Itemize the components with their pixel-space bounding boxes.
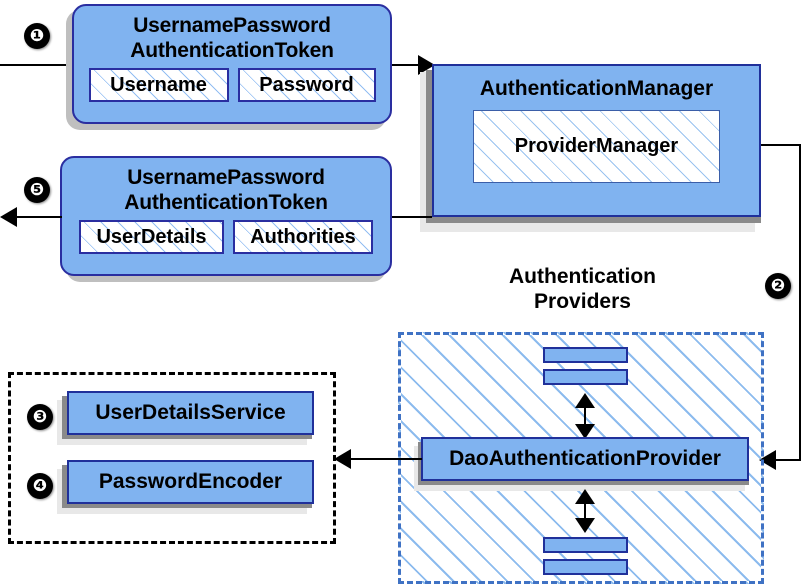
providers-heading-line1: Authentication	[509, 265, 656, 288]
connector-provider-to-collaborators-arrow	[334, 449, 351, 469]
connector-outgoing-response-line	[17, 216, 62, 218]
field-userdetails: UserDetails	[79, 220, 224, 254]
provider-link-top-line	[584, 400, 586, 430]
password-encoder-card: PasswordEncoder	[67, 460, 314, 504]
providers-heading: Authentication Providers	[470, 264, 695, 314]
connector-token-to-manager-line	[392, 64, 420, 66]
provider-bar-top-2	[543, 369, 628, 385]
field-password: Password	[237, 68, 376, 102]
response-token-title-line2: AuthenticationToken	[124, 191, 328, 214]
provider-link-top-arrow-down	[575, 424, 595, 439]
dao-authentication-provider-card: DaoAuthenticationProvider	[421, 437, 749, 481]
response-token-title-line1: UsernamePassword	[127, 166, 325, 189]
provider-bar-top-1	[543, 347, 628, 363]
providers-heading-line2: Providers	[534, 290, 631, 313]
connector-outgoing-response-arrow	[0, 207, 17, 227]
step-badge-1: ❶	[24, 23, 50, 49]
field-authorities: Authorities	[233, 220, 373, 254]
provider-link-bottom-line	[584, 496, 586, 524]
request-token-fields: Username Password	[74, 68, 390, 102]
provider-bar-bottom-2	[543, 559, 628, 575]
collaborators-container	[8, 372, 336, 544]
dao-authentication-provider-label: DaoAuthenticationProvider	[449, 447, 721, 470]
user-details-service-card: UserDetailsService	[67, 391, 314, 435]
response-token-card: UsernamePassword AuthenticationToken Use…	[60, 156, 392, 276]
step-badge-3: ❸	[27, 404, 53, 430]
provider-link-bottom-arrow-down	[575, 518, 595, 533]
provider-manager-box: ProviderManager	[473, 110, 720, 183]
field-username: Username	[88, 68, 229, 102]
request-token-title-line2: AuthenticationToken	[130, 39, 334, 62]
provider-manager-label: ProviderManager	[514, 135, 679, 157]
provider-bar-bottom-1	[543, 537, 628, 553]
user-details-service-label: UserDetailsService	[95, 401, 286, 424]
response-token-fields: UserDetails Authorities	[62, 220, 390, 254]
step-badge-4: ❹	[27, 473, 53, 499]
request-token-title-line1: UsernamePassword	[133, 14, 331, 37]
connector-manager-right-segment	[761, 144, 801, 146]
authentication-manager-card: AuthenticationManager ProviderManager	[432, 64, 761, 217]
step-badge-2: ❷	[765, 273, 791, 299]
connector-incoming-request	[0, 64, 78, 66]
request-token-card: UsernamePassword AuthenticationToken Use…	[72, 4, 392, 124]
connector-manager-to-response-line	[392, 216, 432, 218]
connector-into-provider-line	[775, 459, 801, 461]
authentication-manager-title: AuthenticationManager	[479, 77, 714, 100]
step-badge-5: ❺	[24, 177, 50, 203]
connector-provider-to-collaborators-line	[350, 458, 422, 460]
password-encoder-label: PasswordEncoder	[98, 470, 283, 493]
connector-manager-down-segment	[799, 144, 801, 460]
